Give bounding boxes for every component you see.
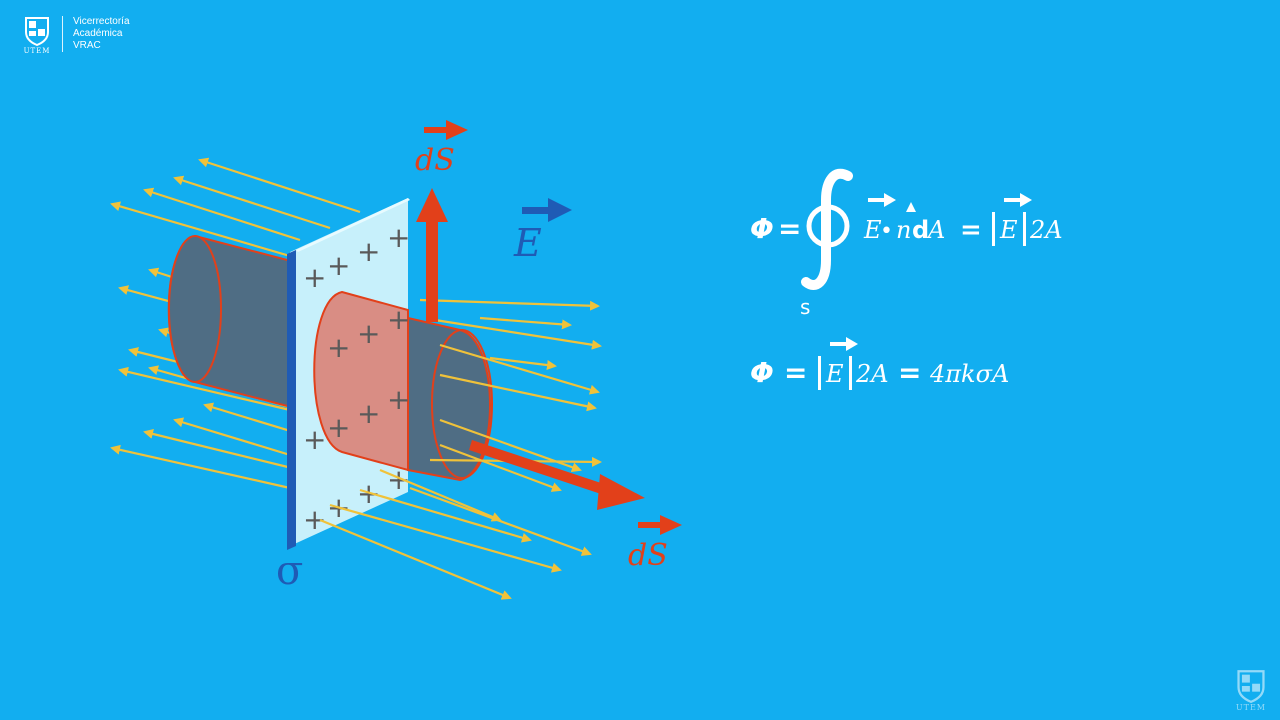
- left-field-line: [173, 175, 331, 230]
- plus-charge: +: [357, 397, 380, 430]
- right-field-line: [439, 373, 597, 412]
- right-field-line: [379, 468, 502, 522]
- area-vector-right: dS: [469, 440, 682, 573]
- field-lines-front: [319, 298, 602, 600]
- eq2-rhs: 4πkσA: [929, 360, 1009, 388]
- utem-logo: UTEM Vicerrectoría Académica VRAC: [22, 16, 130, 55]
- plus-charge: +: [387, 463, 410, 496]
- plus-charge: +: [387, 221, 410, 254]
- eq1-normal: n: [896, 216, 911, 244]
- plus-charge: +: [357, 317, 380, 350]
- eq1-equals-2: =: [960, 215, 982, 245]
- right-field-line: [319, 518, 512, 600]
- ds-label-right: dS: [628, 538, 668, 573]
- right-field-line: [419, 298, 600, 311]
- utem-shield-icon: UTEM: [22, 16, 52, 55]
- utem-watermark-icon: [1237, 670, 1265, 703]
- field-vector-label: E: [513, 198, 572, 265]
- left-field-line: [198, 157, 361, 214]
- left-field-line: [143, 429, 301, 472]
- plus-charge: +: [387, 383, 410, 416]
- right-field-line: [329, 503, 562, 573]
- org-name: Vicerrectoría Académica VRAC: [73, 16, 130, 52]
- logo-divider: [62, 16, 63, 52]
- sigma-label: σ: [276, 548, 303, 594]
- surface-charges: +++++++++++++++: [303, 221, 410, 536]
- right-field-line: [409, 486, 592, 556]
- ds-label-top: dS: [415, 143, 455, 178]
- eq1-field-mag: E: [999, 216, 1018, 244]
- plus-charge: +: [303, 423, 326, 456]
- equation-gauss-law: Φ = s E • n d A = E 2A: [750, 168, 1063, 319]
- eq2-equals-2: =: [898, 356, 921, 389]
- plus-charge: +: [303, 503, 326, 536]
- e-label: E: [513, 221, 542, 265]
- eq1-equals: =: [778, 212, 801, 245]
- org-line-3: VRAC: [73, 40, 101, 51]
- plus-charge: +: [327, 249, 350, 282]
- gaussian-cylinder-front: [313, 290, 493, 482]
- left-field-line: [110, 444, 291, 490]
- left-field-line: [143, 187, 301, 242]
- left-field-line: [118, 366, 291, 412]
- plus-charge: +: [327, 411, 350, 444]
- eq2-equals: =: [784, 356, 807, 389]
- eq1-dot: •: [880, 219, 893, 244]
- org-line-2: Académica: [73, 28, 123, 39]
- right-field-line: [489, 356, 557, 370]
- eq1-field: E: [863, 216, 882, 244]
- equation-flux-result: Φ = E 2A = 4πkσA: [750, 337, 1009, 390]
- unit-normal-hat-icon: [906, 202, 916, 212]
- gaussian-cylinder-back: [167, 234, 296, 410]
- eq1-d: d: [912, 216, 929, 244]
- eq1-phi: Φ: [750, 212, 774, 245]
- eq1-rhs: 2A: [1029, 216, 1063, 244]
- right-field-line: [479, 316, 572, 330]
- plus-charge: +: [387, 303, 410, 336]
- eq1-surface-subscript: s: [800, 295, 810, 319]
- org-line-1: Vicerrectoría: [73, 16, 130, 27]
- eq2-field-mag: E: [825, 360, 844, 388]
- utem-watermark-caption: UTEM: [1235, 703, 1266, 712]
- right-field-line: [359, 488, 532, 543]
- right-field-line: [434, 318, 602, 350]
- plus-charge: +: [327, 331, 350, 364]
- plus-charge: +: [357, 235, 380, 268]
- left-field-line: [173, 417, 301, 460]
- utem-logo-caption: UTEM: [23, 47, 51, 55]
- left-field-line: [110, 201, 291, 258]
- right-field-line: [439, 443, 562, 492]
- eq1-area: A: [926, 216, 945, 244]
- area-vector-top: dS: [415, 120, 468, 322]
- eq2-phi: Φ: [750, 356, 774, 389]
- eq2-coef: 2A: [855, 360, 889, 388]
- plus-charge: +: [303, 261, 326, 294]
- utem-watermark: UTEM: [1236, 669, 1266, 712]
- right-field-line: [439, 343, 600, 395]
- closed-integral-icon: [801, 168, 853, 290]
